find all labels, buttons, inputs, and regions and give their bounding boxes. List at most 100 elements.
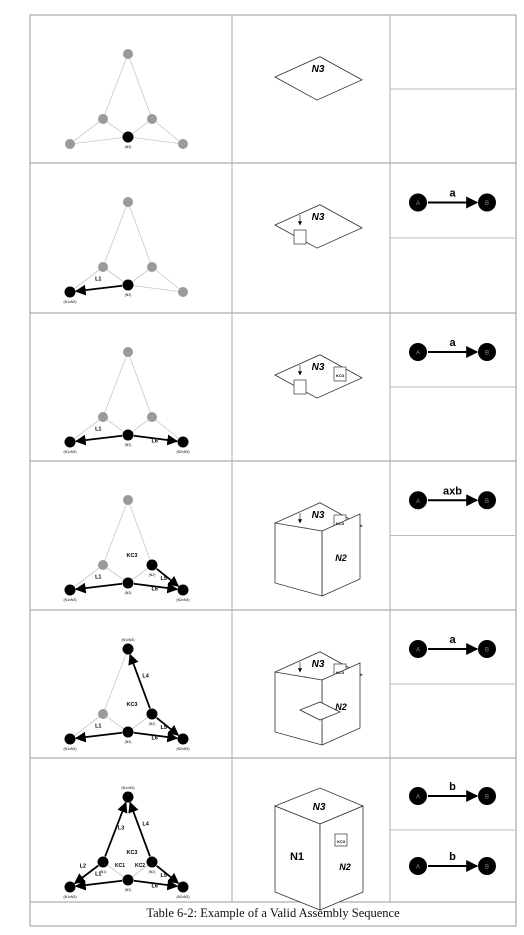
- liaison-edge-label: L4: [142, 673, 149, 679]
- liaison-arrow: [74, 879, 123, 891]
- node-b: [478, 857, 496, 875]
- feature-tab: [293, 379, 307, 395]
- node-label: (N1xN3): [63, 747, 76, 751]
- node-label: (N3): [125, 443, 132, 447]
- graph-node: [146, 708, 158, 720]
- graph-node: [123, 197, 133, 207]
- node-a: [409, 343, 427, 361]
- node-label: (N1xN3): [121, 786, 134, 790]
- graph-edge-grey: [127, 351, 153, 418]
- node-label: (N1xN3): [63, 450, 76, 454]
- part-label-n2: N2: [335, 702, 347, 712]
- part-label-kc3: KC3: [336, 373, 345, 378]
- part-label-kc3: KC3: [337, 839, 346, 844]
- graph-node: [98, 262, 108, 272]
- liaison-edge-label: L3: [118, 826, 124, 832]
- node-b-label: B: [485, 865, 489, 871]
- liaison-arrow: [73, 864, 99, 885]
- graph-edge-grey: [102, 201, 129, 268]
- liaison-graph-row-3: [64, 347, 189, 448]
- liaison-arrow: [133, 731, 179, 743]
- graph-node: [147, 412, 157, 422]
- part-label-n3: N3: [312, 510, 325, 521]
- part-side-wall: [274, 671, 323, 746]
- liaison-arrow: [74, 582, 123, 594]
- liaison-edge-label: L1: [95, 277, 101, 283]
- liaison-edge-label: L6: [152, 438, 158, 444]
- liaison-edge-label: L1: [95, 575, 101, 581]
- node-label: (N3): [125, 591, 132, 595]
- graph-edge-grey: [69, 136, 129, 145]
- liaison-graph-row-2: [64, 197, 188, 298]
- part-label-n3: N3: [312, 64, 325, 75]
- feature-kc3: [334, 833, 348, 847]
- mating-label: b: [449, 781, 456, 793]
- liaison-edge-label: L6: [152, 883, 158, 889]
- graph-edge-grey: [102, 648, 129, 715]
- node-label: (N2): [149, 722, 156, 726]
- liaison-edge-label: L1: [95, 872, 101, 878]
- graph-node: [64, 881, 76, 893]
- node-label: (N1xN3): [63, 895, 76, 899]
- liaison-edge-label: L6: [152, 735, 158, 741]
- mating-graph: [409, 640, 496, 658]
- node-b-label: B: [485, 648, 489, 654]
- node-label: (N1xN3): [63, 598, 76, 602]
- part-label-kc3: KC3: [336, 670, 345, 675]
- part-label-n3: N3: [313, 802, 326, 813]
- node-b: [478, 491, 496, 510]
- graph-node: [177, 584, 189, 596]
- graph-node: [64, 436, 76, 448]
- kc-label: KC3: [126, 553, 137, 559]
- liaison-arrow: [156, 568, 180, 587]
- graph-edge-grey: [127, 284, 184, 293]
- graph-node: [98, 709, 108, 719]
- node-label: (N3): [125, 740, 132, 744]
- mating-graph: [409, 343, 496, 361]
- graph-node: [122, 577, 134, 589]
- liaison-arrow: [128, 653, 151, 709]
- graph-node: [146, 559, 158, 571]
- kc-label: KC1: [115, 863, 125, 869]
- node-label: (N2xN3): [176, 895, 189, 899]
- liaison-arrow: [133, 582, 179, 594]
- liaison-edge-label: L6: [152, 586, 158, 592]
- graph-edge-grey: [127, 53, 153, 120]
- liaison-arrow: [133, 879, 179, 891]
- mating-graph: [409, 491, 496, 510]
- liaison-edge-label: L5: [161, 576, 167, 582]
- part-side-wall: [274, 522, 323, 597]
- liaison-arrow: [156, 865, 180, 884]
- node-label: (N1xN3): [121, 638, 134, 642]
- graph-node: [178, 139, 188, 149]
- part-label-n1: N1: [290, 851, 304, 863]
- liaison-arrow: [133, 434, 179, 446]
- feature-tab: [293, 229, 307, 245]
- node-b: [478, 193, 496, 212]
- mating-label: axb: [443, 485, 462, 497]
- mating-label: a: [449, 337, 456, 349]
- mating-graph: [409, 787, 496, 805]
- graph-node: [122, 279, 134, 291]
- node-a-label: A: [416, 795, 420, 801]
- graph-edge-grey: [102, 499, 129, 566]
- node-label: (N3): [125, 888, 132, 892]
- node-label: (N2xN3): [176, 598, 189, 602]
- graph-edge-grey: [151, 118, 184, 145]
- liaison-graph-row-6: [64, 791, 189, 893]
- liaison-arrow: [74, 284, 123, 296]
- graph-node: [98, 560, 108, 570]
- assembly-sketch-row-6: [273, 787, 365, 911]
- node-b-label: B: [485, 795, 489, 801]
- feature-kc3: [333, 366, 347, 382]
- liaison-arrow: [104, 801, 128, 857]
- mating-graph: [409, 193, 496, 212]
- liaison-arrow: [74, 434, 123, 446]
- node-label: (N1xN3): [63, 300, 76, 304]
- graph-node: [122, 131, 134, 143]
- kc-label: KC3: [126, 850, 137, 856]
- part-label-n2: N2: [335, 553, 347, 563]
- graph-node: [123, 495, 133, 505]
